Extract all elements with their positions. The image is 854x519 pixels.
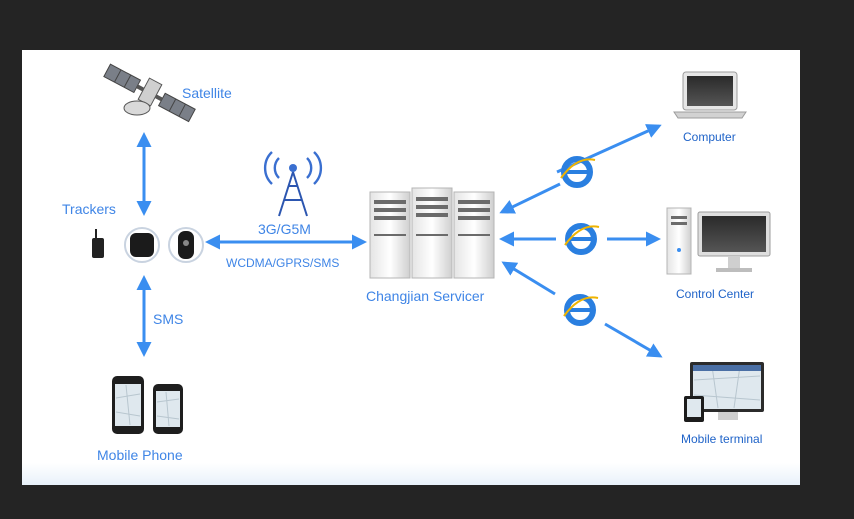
panel-fade — [22, 463, 800, 485]
protocols-label: WCDMA/GPRS/SMS — [226, 256, 340, 270]
sms-label: SMS — [153, 311, 184, 327]
network-label: 3G/G5M — [258, 221, 311, 237]
control-center-label: Control Center — [676, 287, 755, 301]
tracker-icon — [92, 227, 204, 263]
arrows — [136, 124, 663, 358]
tower-icon — [263, 151, 323, 217]
mobile-terminal-label: Mobile terminal — [681, 432, 763, 446]
diagram-panel: Satellite Trackers 3G/G5M WCDMA/GPRS/SMS… — [22, 50, 800, 485]
browser-icon — [560, 156, 600, 326]
satellite-icon — [103, 63, 196, 123]
arrow-to-server-top — [499, 182, 561, 214]
phone-icon — [112, 376, 183, 434]
terminal-icon — [684, 362, 764, 422]
diagram-canvas — [92, 63, 771, 434]
computer-label: Computer — [683, 130, 736, 144]
mobile-phone-label: Mobile Phone — [97, 447, 183, 463]
server-icon — [369, 187, 495, 279]
server-label: Changjian Servicer — [366, 288, 485, 304]
desktop-icon — [666, 207, 771, 275]
laptop-icon — [673, 71, 747, 119]
satellite-label: Satellite — [182, 85, 232, 101]
trackers-label: Trackers — [62, 201, 116, 217]
arrow-to-server-bottom — [501, 261, 556, 296]
arrow-to-terminal — [604, 322, 663, 358]
